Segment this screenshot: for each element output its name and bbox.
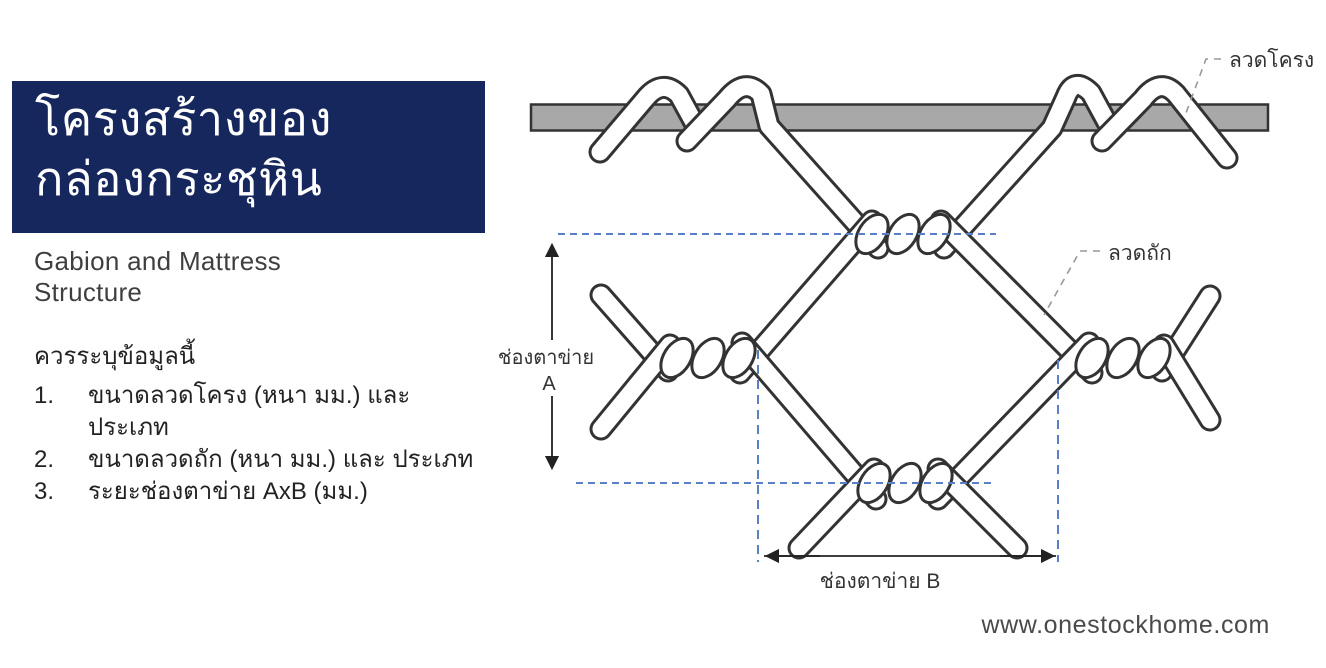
list-item: 2. ขนาดลวดถัก (หนา มม.) และ ประเภท — [34, 444, 474, 476]
mesh-wire-label: ลวดถัก — [1108, 242, 1172, 265]
list-item-number: 1. — [34, 382, 55, 409]
website-url: www.onestockhome.com — [981, 611, 1270, 639]
list-item: 1. ขนาดลวดโครง (หนา มม.) และประเภท — [34, 380, 474, 444]
subtitle-line1: Gabion and Mattress — [34, 246, 282, 276]
subtitle-line2: Structure — [34, 277, 143, 307]
page-title-line1: โครงสร้างของ — [35, 92, 332, 145]
opening-a-label: ช่องตาข่าย — [498, 347, 594, 369]
mesh-wires — [589, 209, 1222, 560]
notes-heading: ควรระบุข้อมูลนี้ — [34, 343, 196, 370]
opening-b-label: ช่องตาข่าย B — [820, 570, 941, 593]
list-item-number: 3. — [34, 478, 55, 505]
page-title-line2: กล่องกระชุหิน — [35, 152, 323, 205]
wire-twists — [659, 212, 1172, 505]
subtitle: Gabion and Mattress Structure — [34, 246, 281, 308]
frame-wire-leader — [1185, 58, 1221, 114]
mesh-wire-leader — [1043, 250, 1100, 316]
opening-a-letter: A — [542, 373, 556, 395]
list-item: 3. ระยะช่องตาข่าย AxB (มม.) — [34, 476, 474, 508]
list-item-text: ขนาดลวดโครง (หนา มม.) และประเภท — [88, 382, 411, 441]
leader-lines — [1043, 58, 1221, 316]
wire-wraps — [588, 74, 1239, 260]
frame-wire-label: ลวดโครง — [1229, 48, 1314, 72]
title-box: โครงสร้างของ กล่องกระชุหิน — [12, 81, 485, 233]
list-item-number: 2. — [34, 446, 55, 473]
diagram-labels: ลวดโครง ลวดถัก ช่องตาข่าย A ช่องตาข่าย B — [498, 48, 1314, 593]
list-item-text: ระยะช่องตาข่าย AxB (มม.) — [88, 478, 368, 505]
guide-lines — [558, 233, 1059, 562]
list-item-text: ขนาดลวดถัก (หนา มม.) และ ประเภท — [88, 446, 474, 473]
left-panel: โครงสร้างของ กล่องกระชุหิน Gabion and Ma… — [0, 0, 500, 668]
notes-list: ควรระบุข้อมูลนี้ 1. ขนาดลวดโครง (หนา มม.… — [34, 340, 474, 508]
